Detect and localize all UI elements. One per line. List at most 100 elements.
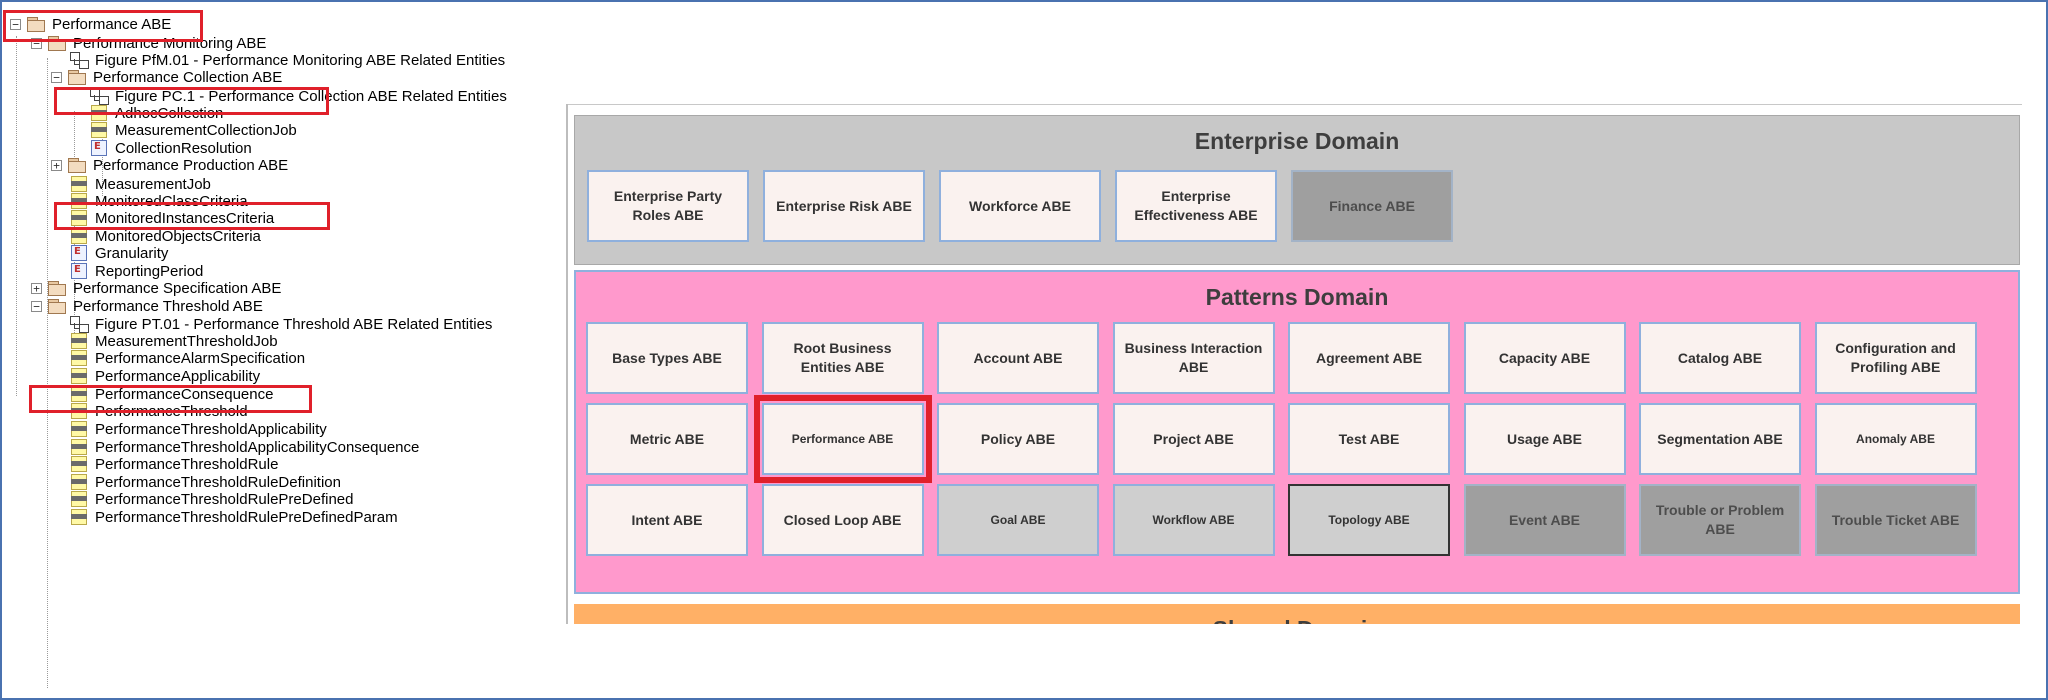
abe-tile-topology-abe[interactable]: Topology ABE bbox=[1288, 484, 1450, 556]
class-icon bbox=[69, 473, 89, 491]
abe-tile-workflow-abe[interactable]: Workflow ABE bbox=[1112, 484, 1275, 556]
enumeration-icon bbox=[69, 244, 89, 262]
collapse-icon[interactable]: − bbox=[10, 18, 21, 30]
abe-tile-performance-abe[interactable]: Performance ABE bbox=[761, 403, 924, 475]
tree-item-performance-production-abe[interactable]: +Performance Production ABE bbox=[51, 154, 288, 176]
tree-item-label: Figure PC.1 - Performance Collection ABE… bbox=[115, 87, 507, 105]
abe-tile-enterprise-risk-abe[interactable]: Enterprise Risk ABE bbox=[763, 170, 925, 242]
collapse-icon[interactable]: − bbox=[51, 71, 62, 83]
abe-tile-trouble-ticket-abe[interactable]: Trouble Ticket ABE bbox=[1814, 484, 1977, 556]
tree-item-label: MonitoredClassCriteria bbox=[95, 192, 248, 210]
tree-item-label: MeasurementCollectionJob bbox=[115, 121, 297, 139]
tree-item-performance-threshold-abe[interactable]: −Performance Threshold ABE bbox=[31, 295, 263, 317]
abe-tile-event-abe[interactable]: Event ABE bbox=[1463, 484, 1626, 556]
tree-item-performance-collection-abe[interactable]: − Performance Collection ABE bbox=[51, 66, 282, 88]
tree-guide bbox=[47, 58, 48, 688]
folder-icon bbox=[26, 15, 46, 33]
abe-tile-closed-loop-abe[interactable]: Closed Loop ABE bbox=[761, 484, 924, 556]
tree-item-collectionresolution[interactable]: CollectionResolution bbox=[89, 137, 252, 159]
highlight-performance-abe-tile bbox=[753, 395, 932, 483]
tree-item-label: PerformanceAlarmSpecification bbox=[95, 349, 306, 367]
abe-tile-business-interaction-abe[interactable]: Business Interaction ABE bbox=[1112, 322, 1275, 394]
tree-item-monitoredclasscriteria[interactable]: MonitoredClassCriteria bbox=[69, 190, 248, 212]
highlight-performance-production-abe bbox=[54, 202, 330, 230]
class-icon bbox=[69, 332, 89, 350]
tree-item-monitoredobjectscriteria[interactable]: MonitoredObjectsCriteria bbox=[69, 225, 261, 247]
tree-item-figure-pt-01-performance-threshold-abe-related-entities[interactable]: Figure PT.01 - Performance Threshold ABE… bbox=[69, 313, 492, 335]
tree-item-measurementjob[interactable]: MeasurementJob bbox=[69, 173, 211, 195]
tree-item-label: PerformanceThresholdApplicability bbox=[95, 420, 327, 438]
tree-item-performancealarmspecification[interactable]: PerformanceAlarmSpecification bbox=[69, 347, 305, 369]
collapse-icon[interactable]: − bbox=[31, 300, 42, 312]
abe-tile-account-abe[interactable]: Account ABE bbox=[937, 322, 1099, 394]
abe-tile-root-business-entities-abe[interactable]: Root Business Entities ABE bbox=[761, 322, 924, 394]
class-icon bbox=[69, 455, 89, 473]
tree-item-performancethresholdrulepredefinedparam[interactable]: PerformanceThresholdRulePreDefinedParam bbox=[69, 506, 398, 528]
tree-item-label: Performance Collection ABE bbox=[93, 68, 283, 86]
tree-item-performance-abe[interactable]: −Performance ABE bbox=[10, 13, 171, 35]
tree-item-measurementcollectionjob[interactable]: MeasurementCollectionJob bbox=[89, 119, 297, 141]
tree-item-performanceapplicability[interactable]: PerformanceApplicability bbox=[69, 365, 260, 387]
abe-tile-anomaly-abe[interactable]: Anomaly ABE bbox=[1814, 403, 1977, 475]
map-left-rule bbox=[566, 104, 568, 624]
tree-item-performance-monitoring-abe[interactable]: −Performance Monitoring ABE bbox=[31, 32, 266, 54]
tree-item-label: PerformanceConsequence bbox=[95, 385, 274, 403]
tree-item-performancethresholdrule[interactable]: PerformanceThresholdRule bbox=[69, 453, 278, 475]
tree-item-label: PerformanceThresholdRulePreDefined bbox=[95, 490, 354, 508]
tree-guide bbox=[74, 225, 75, 355]
enterprise-domain-title: Enterprise Domain bbox=[1194, 128, 1400, 154]
abe-tile-configuration-and-profiling-abe[interactable]: Configuration and Profiling ABE bbox=[1814, 322, 1977, 394]
tree-item-monitoredinstancescriteria[interactable]: MonitoredInstancesCriteria bbox=[69, 207, 274, 229]
expand-icon[interactable]: + bbox=[51, 159, 62, 171]
abe-tile-goal-abe[interactable]: Goal ABE bbox=[937, 484, 1099, 556]
tree-item-label: Figure PfM.01 - Performance Monitoring A… bbox=[95, 51, 506, 69]
abe-tile-catalog-abe[interactable]: Catalog ABE bbox=[1639, 322, 1801, 394]
tree-item-performance-specification-abe[interactable]: + Performance Specification ABE bbox=[31, 277, 281, 299]
tree-item-label: PerformanceThresholdRuleDefinition bbox=[95, 473, 341, 491]
abe-tile-intent-abe[interactable]: Intent ABE bbox=[586, 484, 748, 556]
shared-domain-title: Shared Domain bbox=[574, 616, 2020, 624]
tree-item-label: ReportingPeriod bbox=[95, 262, 204, 280]
class-icon bbox=[69, 420, 89, 438]
tree-item-performancethresholdruledefinition[interactable]: PerformanceThresholdRuleDefinition bbox=[69, 471, 341, 493]
diagram-icon bbox=[69, 51, 89, 69]
abe-tile-test-abe[interactable]: Test ABE bbox=[1288, 403, 1450, 475]
tree-item-measurementthresholdjob[interactable]: MeasurementThresholdJob bbox=[69, 330, 278, 352]
abe-tile-base-types-abe[interactable]: Base Types ABE bbox=[586, 322, 748, 394]
class-icon bbox=[69, 175, 89, 193]
map-top-rule bbox=[566, 104, 2022, 105]
abe-tile-metric-abe[interactable]: Metric ABE bbox=[586, 403, 748, 475]
tree-item-reportingperiod[interactable]: ReportingPeriod bbox=[69, 260, 203, 282]
abe-tile-enterprise-party-roles-abe[interactable]: Enterprise Party Roles ABE bbox=[587, 170, 749, 242]
class-icon bbox=[69, 209, 89, 227]
abe-tile-agreement-abe[interactable]: Agreement ABE bbox=[1288, 322, 1450, 394]
class-icon bbox=[69, 367, 89, 385]
abe-tile-finance-abe[interactable]: Finance ABE bbox=[1291, 170, 1453, 242]
abe-tile-project-abe[interactable]: Project ABE bbox=[1112, 403, 1275, 475]
tree-item-performancethresholdapplicabilityconsequence[interactable]: PerformanceThresholdApplicabilityConsequ… bbox=[69, 436, 419, 458]
abe-tile-policy-abe[interactable]: Policy ABE bbox=[937, 403, 1099, 475]
enumeration-icon bbox=[69, 262, 89, 280]
abe-tile-usage-abe[interactable]: Usage ABE bbox=[1463, 403, 1626, 475]
class-icon bbox=[69, 349, 89, 367]
collapse-icon[interactable]: − bbox=[31, 37, 42, 49]
tree-item-label: Performance Specification ABE bbox=[73, 279, 282, 297]
tree-item-granularity[interactable]: Granularity bbox=[69, 242, 168, 264]
tree-item-performancethresholdrulepredefined[interactable]: PerformanceThresholdRulePreDefined bbox=[69, 488, 353, 510]
expand-icon[interactable]: + bbox=[31, 282, 42, 294]
tree-guide bbox=[102, 126, 103, 196]
tree-item-performancethresholdapplicability[interactable]: PerformanceThresholdApplicability bbox=[69, 418, 327, 440]
folder-icon bbox=[47, 297, 67, 315]
abe-tile-capacity-abe[interactable]: Capacity ABE bbox=[1463, 322, 1626, 394]
abe-tile-enterprise-effectiveness-abe[interactable]: Enterprise Effectiveness ABE bbox=[1115, 170, 1277, 242]
tree-guide bbox=[74, 111, 75, 171]
tree-item-figure-pfm-01-performance-monitoring-abe-related-entities[interactable]: Figure PfM.01 - Performance Monitoring A… bbox=[69, 49, 505, 71]
shared-domain: Shared Domain bbox=[574, 604, 2020, 624]
abe-tile-workforce-abe[interactable]: Workforce ABE bbox=[939, 170, 1101, 242]
abe-tile-segmentation-abe[interactable]: Segmentation ABE bbox=[1639, 403, 1801, 475]
enumeration-icon bbox=[89, 139, 109, 157]
abe-tile-trouble-or-problem-abe[interactable]: Trouble or Problem ABE bbox=[1639, 484, 1801, 556]
model-tree: −Performance ABE−Performance Monitoring … bbox=[0, 0, 560, 696]
